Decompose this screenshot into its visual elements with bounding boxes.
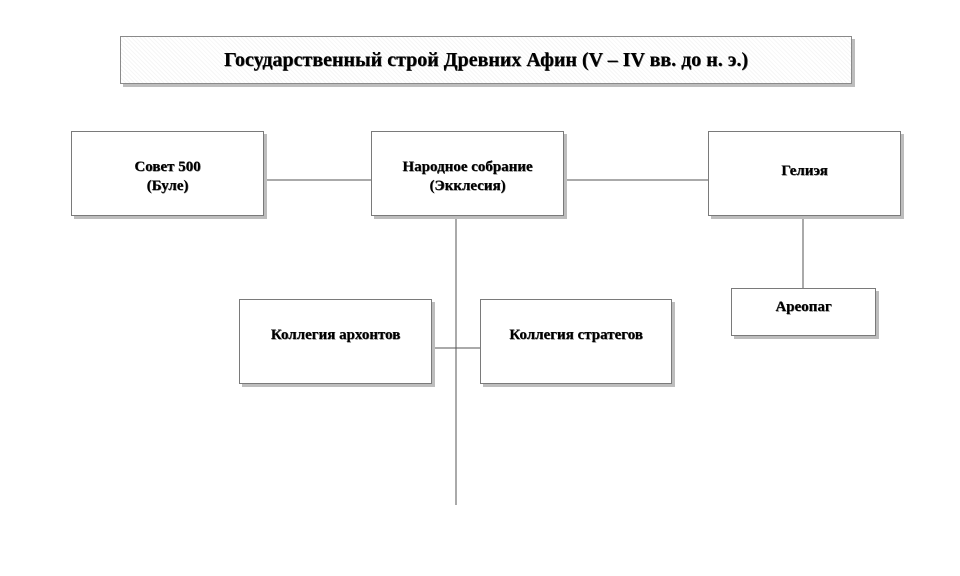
node-archons: Коллегия архонтов (239, 299, 432, 384)
node-strategoi-label: Коллегия стратегов (509, 327, 643, 343)
diagram-title-box: Государственный строй Древних Афин (V – … (120, 36, 852, 84)
node-heliaia-label: Гелиэя (781, 163, 828, 179)
node-archons-label: Коллегия архонтов (270, 327, 401, 343)
node-ecclesia-line2: (Экклесия) (429, 178, 506, 194)
node-areopagus: Ареопаг (731, 288, 876, 336)
node-strategoi: Коллегия стратегов (480, 299, 672, 384)
node-areopagus-label: Ареопаг (775, 299, 832, 315)
node-ecclesia: Народное собрание (Экклесия) (371, 131, 564, 216)
node-boule: Совет 500 (Буле) (71, 131, 264, 216)
node-boule-line1: Совет 500 (134, 159, 201, 175)
node-ecclesia-line1: Народное собрание (402, 159, 533, 175)
node-heliaia: Гелиэя (708, 131, 901, 216)
diagram-title: Государственный строй Древних Афин (V – … (223, 49, 749, 71)
node-boule-line2: (Буле) (146, 178, 189, 194)
